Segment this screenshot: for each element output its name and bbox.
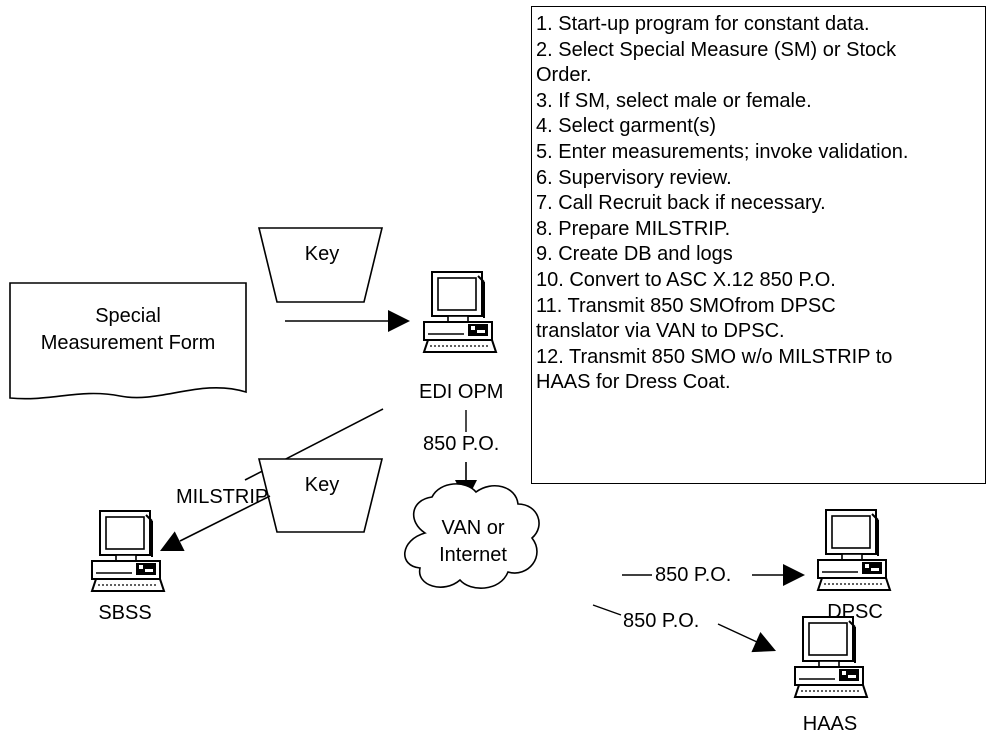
van-to-haas-arrow-line-b <box>717 623 758 643</box>
step-line: 8. Prepare MILSTRIP. <box>536 217 731 240</box>
step-line: 7. Call Recruit back if necessary. <box>536 192 826 215</box>
van-to-dpsc-edge-label: 850 P.O. <box>655 564 732 586</box>
key-bottom-label: Key <box>304 474 340 496</box>
step-line: 2. Select Special Measure (SM) or Stock <box>536 38 897 61</box>
van-to-haas-arrow-line-a <box>592 604 622 616</box>
edi-opm-label: EDI OPM <box>419 381 504 403</box>
sbss-label: SBSS <box>98 602 152 624</box>
dpsc-label: DPSC <box>827 601 883 623</box>
van-label-line1: VAN or <box>441 517 505 539</box>
key-top-shape <box>257 227 384 303</box>
step-line: 1. Start-up program for constant data. <box>536 13 870 35</box>
haas-computer-icon <box>794 616 868 698</box>
step-line: 12. Transmit 850 SMO w/o MILSTRIP to <box>536 345 893 368</box>
key-to-sbss-arrow-line <box>179 495 271 542</box>
step-line: 5. Enter measurements; invoke validation… <box>536 140 909 163</box>
van-internet-cloud-shape <box>404 483 540 589</box>
step-line: 11. Transmit 850 SMOfrom DPSC <box>536 294 836 317</box>
step-line: 6. Supervisory review. <box>536 166 732 189</box>
special-measurement-form-shape <box>9 282 247 400</box>
process-steps-box <box>531 6 986 484</box>
step-line: 4. Select garment(s) <box>536 115 717 138</box>
form-title-line1: Special <box>95 305 161 327</box>
edi-to-van-edge-label: 850 P.O. <box>423 432 500 456</box>
edi-opm-computer-icon <box>423 271 497 353</box>
haas-label: HAAS <box>802 713 858 735</box>
van-to-haas-edge-label: 850 P.O. <box>623 610 700 632</box>
sbss-computer-icon <box>91 510 165 592</box>
van-label-line2: Internet <box>439 544 507 566</box>
step-line: HAAS for Dress Coat. <box>536 371 731 394</box>
form-title-line2: Measurement Form <box>40 332 216 354</box>
step-line: 9. Create DB and logs <box>536 243 733 266</box>
step-line: 3. If SM, select male or female. <box>536 89 812 112</box>
key-bottom-shape <box>257 458 384 533</box>
milstrip-edge-label: MILSTRIP <box>176 486 269 508</box>
step-line: Order. <box>536 64 592 87</box>
key-top-label: Key <box>304 243 340 265</box>
process-steps-list: 1. Start-up program for constant data. 2… <box>536 12 982 396</box>
dpsc-computer-icon <box>817 509 891 591</box>
step-line: 10. Convert to ASC X.12 850 P.O. <box>536 268 836 291</box>
step-line: translator via VAN to DPSC. <box>536 320 785 343</box>
